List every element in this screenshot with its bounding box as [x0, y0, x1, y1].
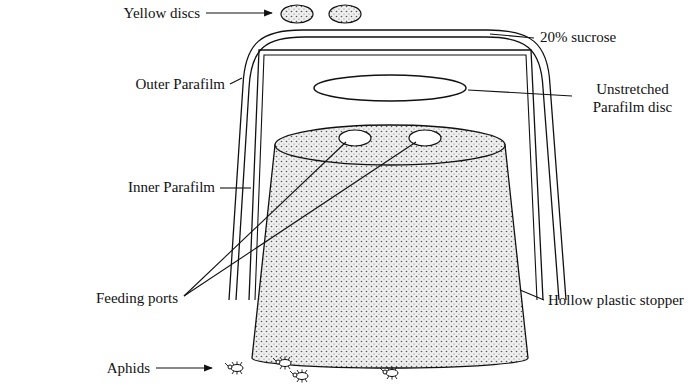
leader-line — [230, 78, 242, 84]
part-label: Unstretched Parafilm disc — [575, 80, 690, 116]
aphid — [273, 357, 291, 370]
leader-line — [490, 34, 534, 38]
yellow-disc — [329, 5, 361, 23]
part-label: Inner Parafilm — [128, 178, 215, 196]
leader-arrow — [156, 367, 212, 368]
aphid — [290, 370, 308, 383]
part-label: Yellow discs — [124, 4, 200, 22]
part-label: Feeding ports — [96, 289, 178, 307]
leader-line — [220, 187, 251, 188]
leader-line — [184, 142, 346, 296]
aphid — [380, 367, 398, 380]
part-label: Aphids — [107, 359, 150, 377]
part-label: Hollow plastic stopper — [548, 291, 684, 309]
part-label: Outer Parafilm — [135, 75, 225, 93]
leader-line — [468, 90, 572, 96]
leader-line — [184, 142, 416, 296]
leader-arrow — [206, 12, 272, 13]
yellow-disc — [281, 5, 313, 23]
part-label: 20% sucrose — [540, 28, 616, 46]
aphid — [225, 362, 243, 375]
plastic-stopper — [252, 145, 528, 368]
leader-line — [520, 290, 544, 300]
parafilm-disc — [314, 75, 466, 101]
